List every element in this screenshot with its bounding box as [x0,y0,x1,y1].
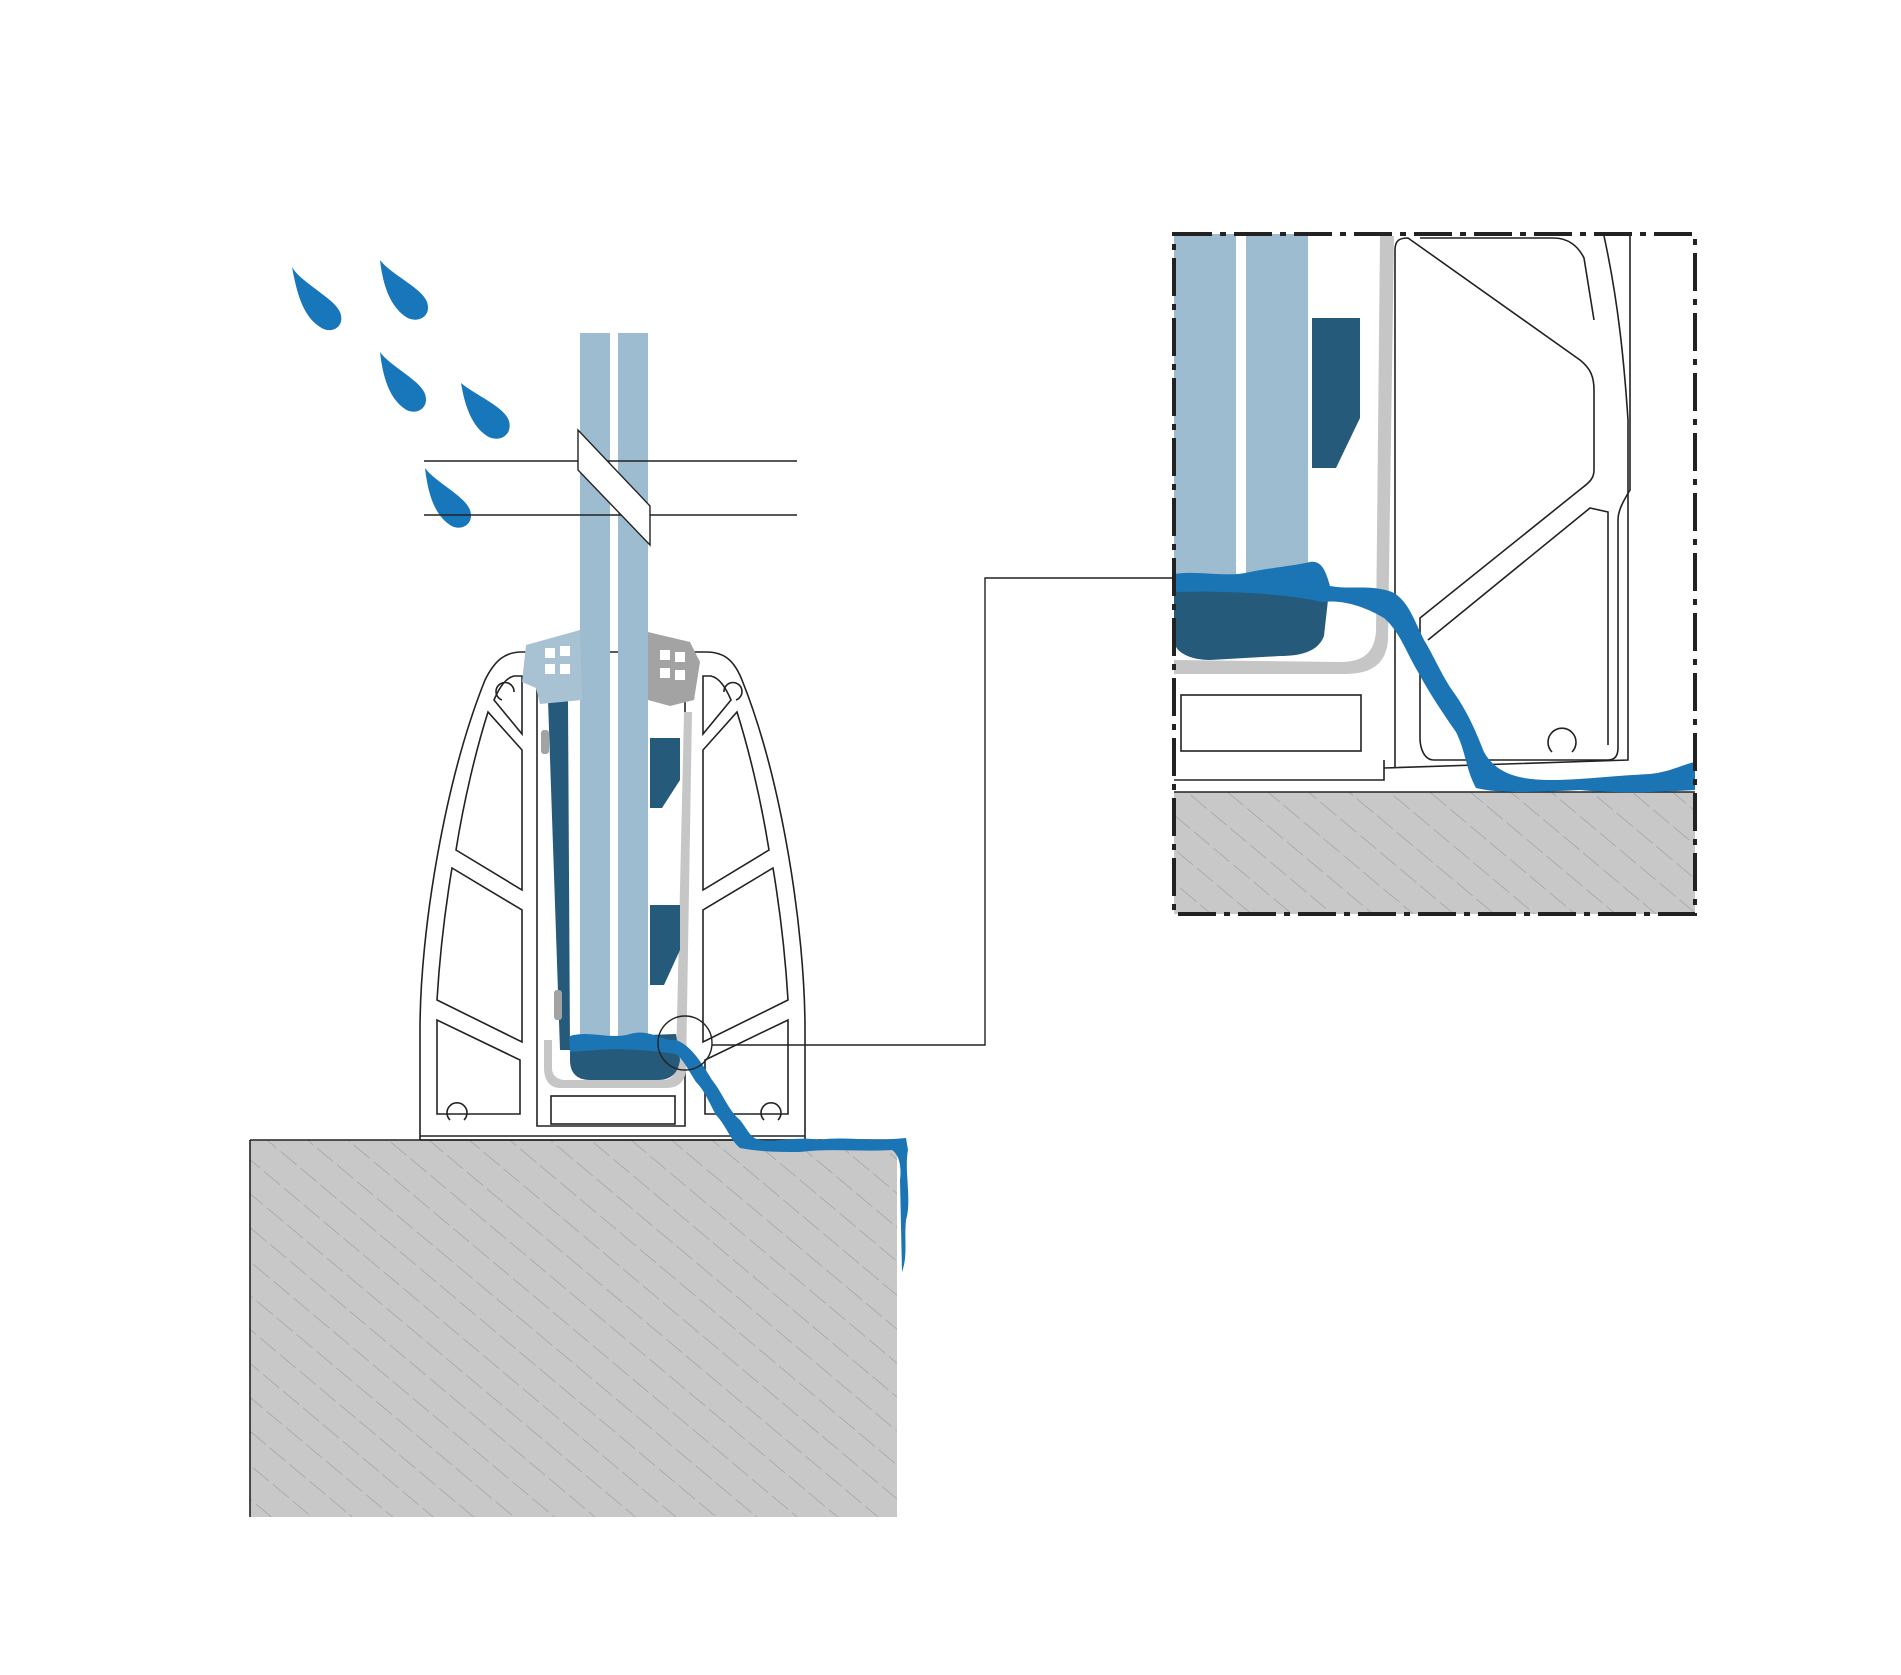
detail-water-flow [1174,561,1695,793]
detail-frame [1172,232,1697,916]
right-top-clip [648,632,700,706]
raindrop-icon [425,468,471,528]
raindrop-icon [292,267,342,331]
detail-gasket [1312,318,1360,468]
detail-glass-pane-left [1174,234,1236,586]
raindrop-icon [380,260,428,320]
detail-glass-pane-right [1246,234,1308,586]
raindrop-icon [380,352,426,412]
detail-enlargement [1172,232,1697,916]
raindrop-icon [461,383,510,439]
laminated-glass-panel [424,333,797,1053]
left-top-clip [522,630,582,704]
raindrops [292,260,510,528]
concrete-slab [249,1139,897,1517]
leader-line [712,577,1174,1046]
detail-callout-circle [657,1015,713,1071]
right-lower-gasket [650,905,680,985]
left-wedge-bump [541,730,549,754]
left-wedge-gasket [548,700,570,1050]
right-upper-gasket [650,738,680,808]
glass-pane-right [618,333,648,1053]
detail-setting-block [1174,580,1328,660]
break-line-symbol [577,428,651,547]
left-wedge-bump-lower [554,990,562,1020]
detail-concrete [1174,792,1695,914]
